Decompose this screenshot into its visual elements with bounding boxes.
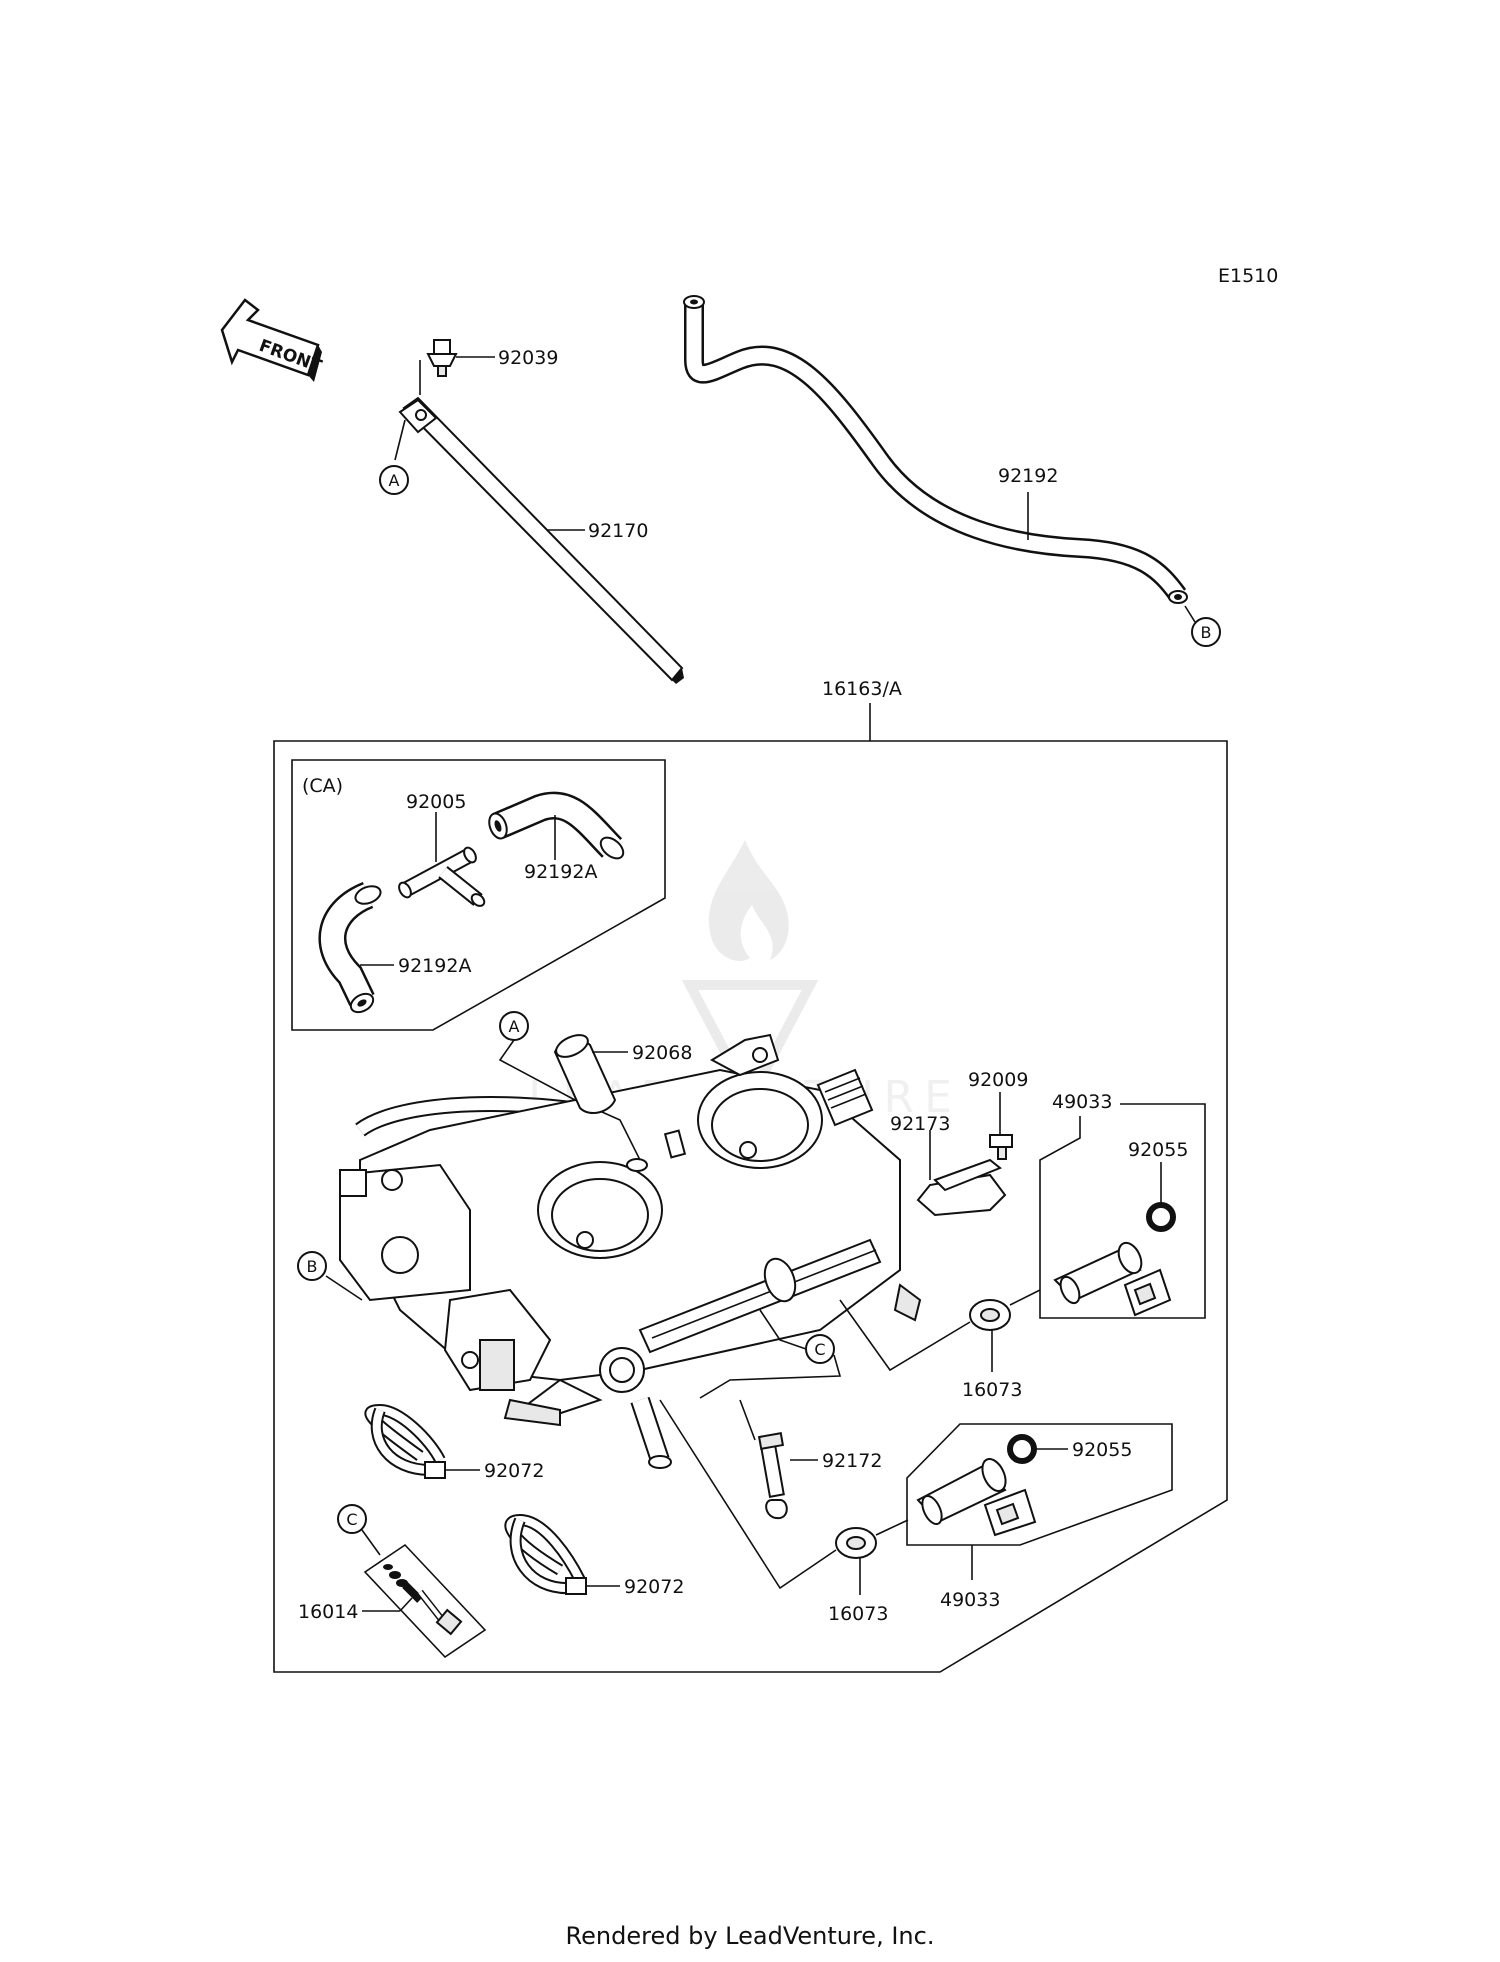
o-ring-92055-lower [1007,1434,1037,1464]
cable-tie-92072-upper [364,1403,446,1479]
hose-92192a-bottom [318,881,382,1014]
label-16163a: 16163/A [822,678,902,700]
label-16073-lower: 16073 [828,1603,888,1625]
label-16073-right: 16073 [962,1379,1022,1401]
injector-box-right [1039,1103,1206,1319]
label-92192: 92192 [998,465,1058,487]
throttle-body [339,1033,922,1469]
label-16014: 16014 [298,1601,358,1623]
kit-box-16014 [363,1543,487,1659]
label-49033-lower: 49033 [940,1589,1000,1611]
bolt-92039 [426,339,458,377]
label-92055-right: 92055 [1128,1139,1188,1161]
hose-92192a-top [488,791,625,860]
label-92009: 92009 [968,1069,1028,1091]
ref-circle-a-top [379,465,409,495]
ref-c-assembly: C [814,1340,825,1359]
clamp-92173 [916,1158,1007,1217]
assembly-outline [273,740,1228,1673]
screw-92009 [989,1134,1013,1160]
label-49033-right: 49033 [1052,1091,1112,1113]
label-92005: 92005 [406,791,466,813]
label-92192a-bottom: 92192A [398,955,471,977]
watermark-flame-icon [708,840,789,961]
credit-footer: Rendered by LeadVenture, Inc. [565,1922,935,1950]
front-arrow-icon: FRONT [220,298,325,382]
label-92170: 92170 [588,520,648,542]
ref-a-assembly: A [509,1017,520,1036]
ref-a-top: A [389,471,400,490]
label-92055-lower: 92055 [1072,1439,1132,1461]
screw-92172 [757,1432,788,1520]
o-ring-92055-right [1146,1202,1176,1232]
t-fitting-92005 [398,846,486,907]
injector-box-lower [906,1423,1173,1546]
diagram-code: E1510 [1218,265,1278,287]
hose-92192 [683,295,1188,604]
grommet-16073-right [969,1299,1011,1331]
label-92072-lower: 92072 [624,1576,684,1598]
injector-49033-right [1053,1241,1172,1317]
ca-label: (CA) [302,775,343,797]
label-92068: 92068 [632,1042,692,1064]
ref-circle-b-assembly [297,1251,327,1281]
screw-kit-16014 [383,1564,463,1636]
label-92173: 92173 [890,1113,950,1135]
label-92072-upper: 92072 [484,1460,544,1482]
label-92039: 92039 [498,347,558,369]
ca-box-outline [291,759,666,1031]
injector-49033-lower [916,1458,1037,1537]
cap-92068 [553,1034,617,1115]
ref-b-assembly: B [307,1257,318,1276]
ref-circle-b-top [1191,617,1221,647]
strap-92170 [398,396,684,684]
grommet-16073-lower [835,1527,877,1559]
ref-circle-c-kit [337,1504,367,1534]
ref-c-kit: C [346,1510,357,1529]
cable-tie-92072-lower [504,1513,587,1595]
label-92172: 92172 [822,1450,882,1472]
ref-b-top: B [1201,623,1212,642]
label-92192a-top: 92192A [524,861,597,883]
